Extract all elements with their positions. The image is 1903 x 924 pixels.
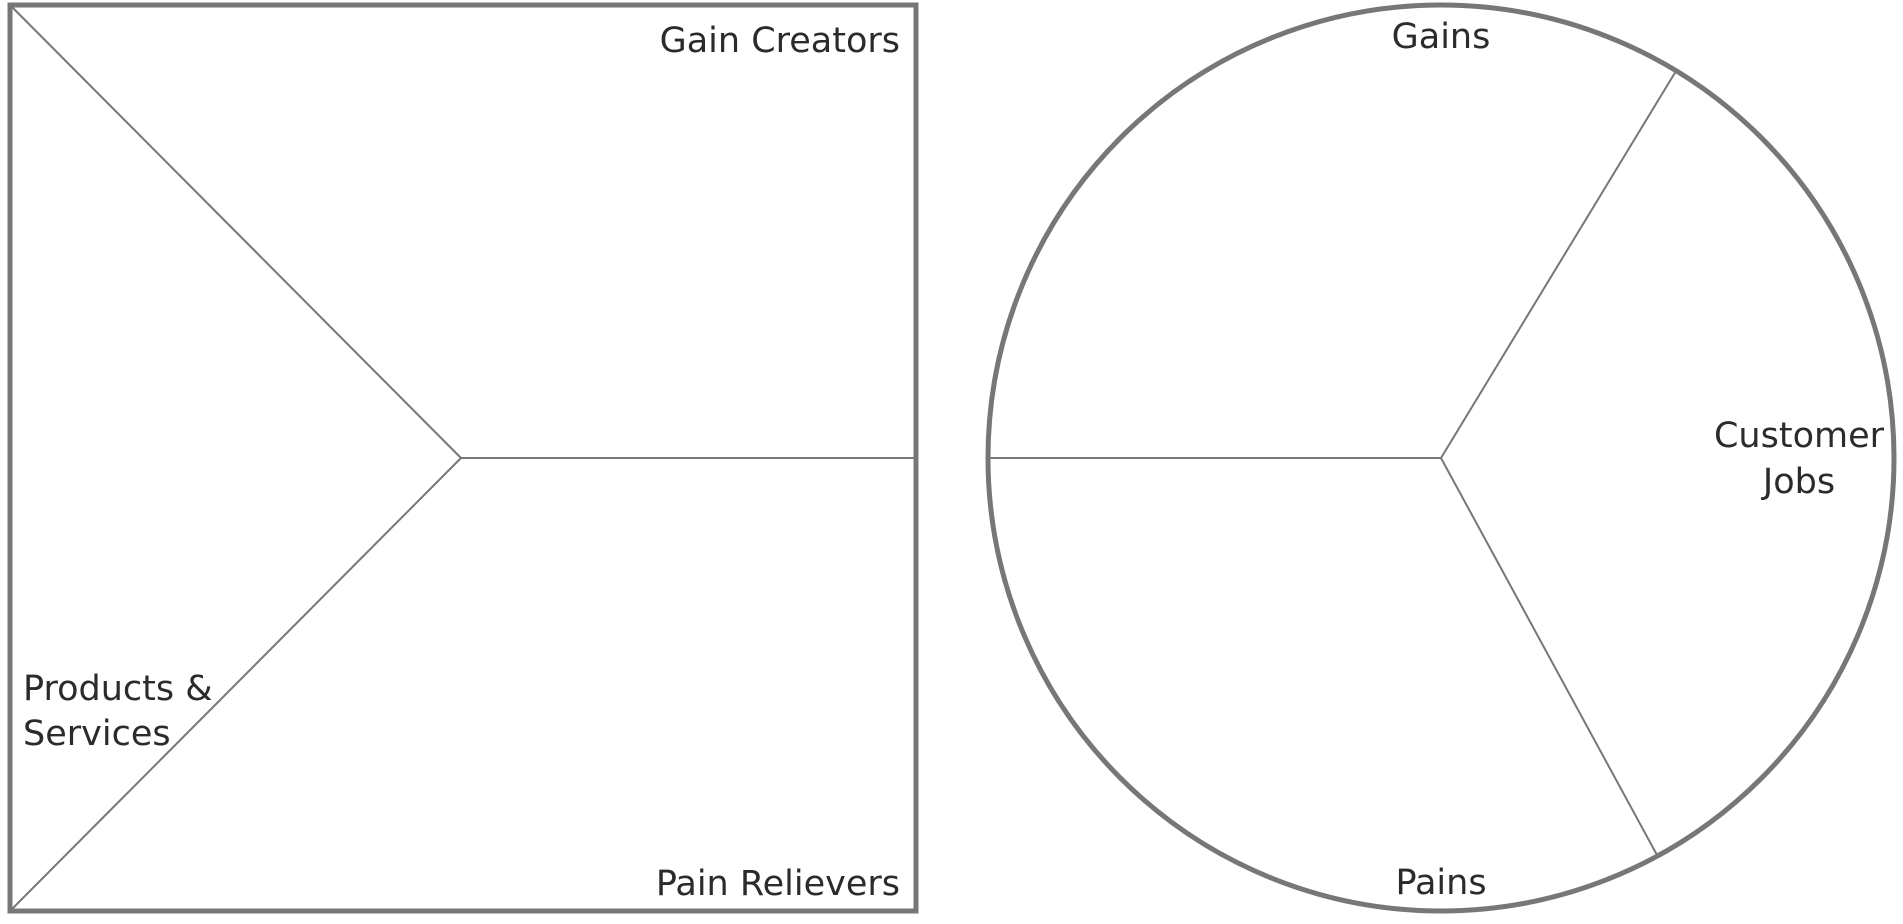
products-services-label-line2: Services (23, 714, 171, 754)
products-services-label-line1: Products & (23, 669, 213, 709)
gains-label: Gains (1392, 17, 1491, 57)
value-map-divider-lower (9, 457, 462, 912)
value-map: Gain Creators Pain Relievers Products & … (7, 2, 919, 914)
value-map-divider-upper (9, 4, 462, 459)
pains-label: Pains (1395, 863, 1486, 903)
customer-jobs-label-line2: Jobs (1761, 462, 1835, 502)
customer-profile: Gains Pains Customer Jobs (985, 2, 1897, 914)
customer-profile-divider-lower-right (1440, 457, 1658, 856)
gain-creators-label: Gain Creators (660, 21, 900, 61)
customer-jobs-label-line1: Customer (1714, 416, 1885, 456)
customer-profile-divider-upper-right (1440, 70, 1677, 459)
pain-relievers-label: Pain Relievers (656, 864, 900, 904)
